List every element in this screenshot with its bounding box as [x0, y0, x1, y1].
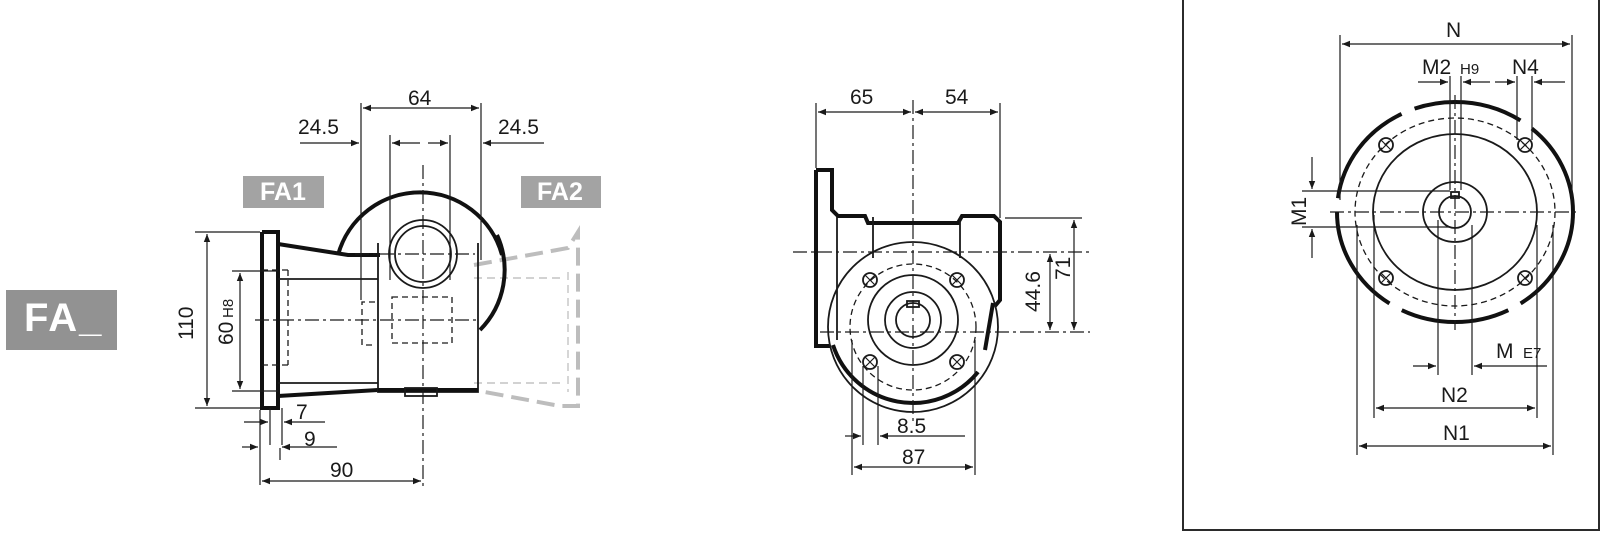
detail-frame — [1182, 0, 1600, 531]
dim-m1: M1 — [1288, 197, 1311, 226]
wheel-housing-arc — [336, 190, 504, 256]
dim-m: M — [1496, 340, 1514, 363]
dim-24-5-right: 24.5 — [498, 116, 539, 139]
dim-m2: M2 — [1422, 56, 1451, 79]
variant-tag-fa1: FA1 — [243, 176, 324, 208]
dim-n4: N4 — [1512, 56, 1539, 79]
dim-110: 110 — [175, 307, 198, 340]
dim-90: 90 — [330, 459, 353, 482]
side-view: 64 24.5 24.5 110 60 H8 7 9 90 — [175, 87, 580, 490]
hidden-shaft — [391, 296, 453, 344]
dim-71: 71 — [1052, 257, 1075, 280]
dim-m-tolerance: E7 — [1523, 345, 1541, 362]
dim-9: 9 — [304, 428, 316, 451]
dim-44-6: 44.6 — [1022, 271, 1045, 312]
dim-n2: N2 — [1441, 384, 1468, 407]
variant-tag-fa2: FA2 — [521, 176, 601, 208]
variant-tag-fa2-label: FA2 — [537, 178, 583, 206]
series-tag-label: FA_ — [24, 296, 104, 340]
series-tag: FA_ — [6, 290, 117, 350]
front-view: 65 54 44.6 71 8.5 87 — [793, 86, 1090, 475]
dim-87: 87 — [902, 446, 925, 469]
dim-60-tolerance: H8 — [220, 299, 237, 318]
flange-detail: N M2 H9 N4 M1 M E7 N2 N1 — [1182, 0, 1600, 531]
dim-64: 64 — [408, 87, 432, 110]
fa2-ghost-flange — [473, 225, 580, 408]
dim-54: 54 — [945, 86, 969, 109]
dim-m2-tolerance: H9 — [1460, 61, 1479, 78]
dim-n1: N1 — [1443, 422, 1470, 445]
dim-n: N — [1446, 19, 1461, 42]
dim-24-5-left: 24.5 — [298, 116, 339, 139]
dim-7: 7 — [296, 401, 308, 424]
dim-60: 60 — [215, 322, 238, 345]
flange — [260, 230, 280, 410]
dim-8-5: 8.5 — [897, 415, 926, 438]
variant-tag-fa1-label: FA1 — [260, 178, 306, 206]
detail-bolt-holes — [1378, 137, 1533, 286]
dim-65: 65 — [850, 86, 873, 109]
bolt-holes — [862, 272, 965, 370]
